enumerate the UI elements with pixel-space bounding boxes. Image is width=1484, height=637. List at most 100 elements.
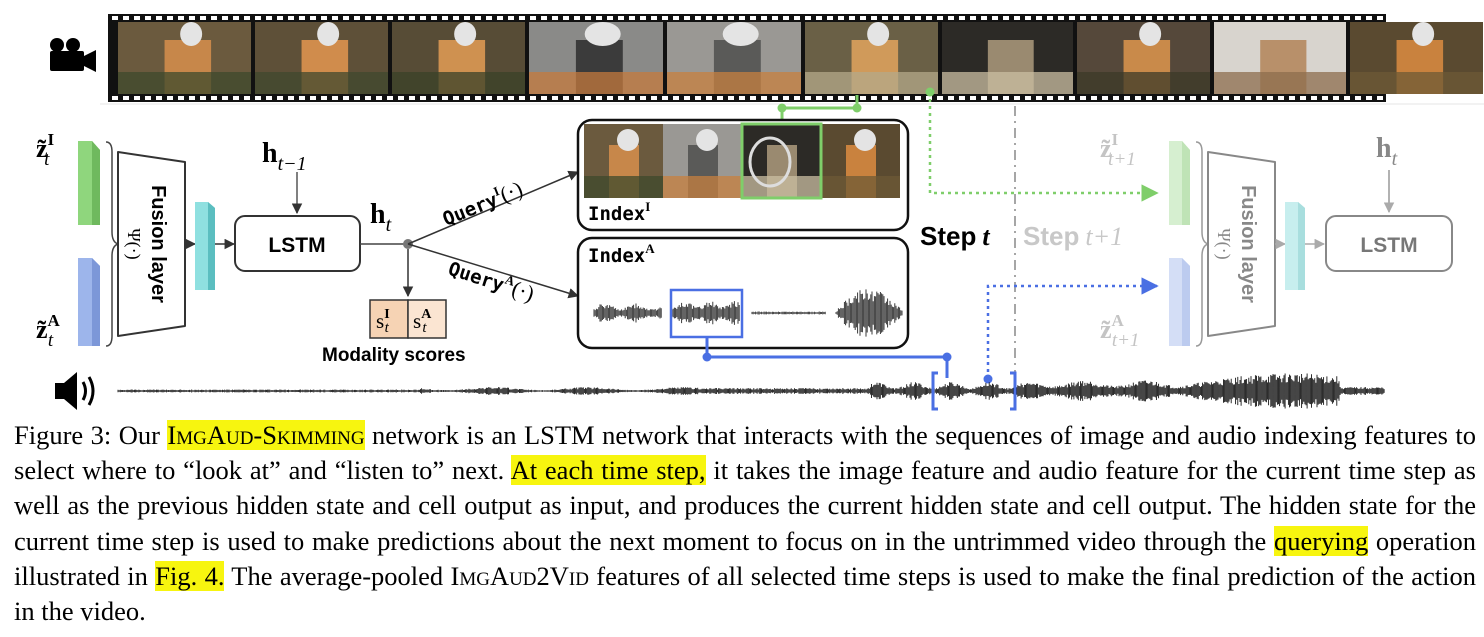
film-sprocket-hole — [563, 16, 569, 20]
film-sprocket-hole — [1135, 96, 1141, 100]
film-sprocket-hole — [288, 16, 294, 20]
film-frame — [942, 22, 1073, 94]
face-mask — [180, 22, 203, 46]
film-sprocket-hole — [332, 96, 338, 100]
waveform-bar — [117, 373, 1385, 409]
film-sprocket-hole — [1377, 96, 1383, 100]
film-sprocket-hole — [1124, 16, 1130, 20]
film-sprocket-hole — [893, 96, 899, 100]
film-sprocket-hole — [684, 16, 690, 20]
film-sprocket-hole — [805, 16, 811, 20]
face-mask — [1412, 22, 1435, 46]
film-sprocket-hole — [794, 16, 800, 20]
next-audio-feature-bar — [1169, 258, 1190, 346]
film-sprocket-hole — [1322, 16, 1328, 20]
film-sprocket-hole — [1003, 16, 1009, 20]
film-sprocket-hole — [222, 16, 228, 20]
film-sprocket-hole — [794, 96, 800, 100]
film-sprocket-hole — [1377, 16, 1383, 20]
film-frame — [1077, 22, 1210, 94]
face-mask — [617, 129, 639, 151]
film-sprocket-hole — [618, 16, 624, 20]
film-sprocket-hole — [299, 16, 305, 20]
film-sprocket-hole — [1366, 16, 1372, 20]
film-sprocket-hole — [816, 96, 822, 100]
film-sprocket-hole — [1223, 16, 1229, 20]
film-sprocket-hole — [398, 16, 404, 20]
film-sprocket-hole — [1322, 96, 1328, 100]
face-mask — [696, 129, 718, 151]
film-sprocket-hole — [310, 96, 316, 100]
film-sprocket-hole — [1256, 96, 1262, 100]
film-sprocket-hole — [112, 16, 118, 20]
audio-selection-bracket — [931, 371, 1017, 411]
film-sprocket-hole — [706, 16, 712, 20]
next-psi-label: Ψ(·) — [1213, 228, 1234, 259]
film-sprocket-hole — [948, 96, 954, 100]
film-sprocket-hole — [530, 96, 536, 100]
film-sprocket-hole — [959, 96, 965, 100]
film-sprocket-hole — [354, 16, 360, 20]
film-sprocket-hole — [321, 16, 327, 20]
face-mask — [854, 129, 876, 151]
next-image-feature-bar — [1169, 141, 1190, 225]
film-sprocket-hole — [640, 96, 646, 100]
film-sprocket-hole — [299, 96, 305, 100]
film-sprocket-hole — [1102, 16, 1108, 20]
query-audio-label: QueryA(·) — [445, 254, 537, 306]
film-sprocket-hole — [1047, 16, 1053, 20]
film-sprocket-hole — [233, 96, 239, 100]
film-frame — [805, 22, 938, 94]
film-sprocket-hole — [904, 16, 910, 20]
film-sprocket-hole — [189, 16, 195, 20]
fig-ref-highlight[interactable]: Fig. 4. — [155, 560, 225, 591]
film-sprocket-hole — [1069, 96, 1075, 100]
film-sprocket-hole — [453, 16, 459, 20]
film-sprocket-hole — [1212, 16, 1218, 20]
film-sprocket-hole — [970, 16, 976, 20]
film-sprocket-hole — [1036, 16, 1042, 20]
film-sprocket-hole — [1344, 96, 1350, 100]
film-sprocket-hole — [739, 96, 745, 100]
film-sprocket-hole — [728, 96, 734, 100]
film-sprocket-hole — [387, 16, 393, 20]
film-sprocket-hole — [1300, 96, 1306, 100]
film-sprocket-hole — [1157, 16, 1163, 20]
film-sprocket-hole — [1069, 16, 1075, 20]
film-frame — [1214, 22, 1346, 94]
film-sprocket-hole — [607, 96, 613, 100]
film-sprocket-hole — [827, 96, 833, 100]
film-sprocket-hole — [871, 16, 877, 20]
film-sprocket-hole — [145, 16, 151, 20]
film-sprocket-hole — [420, 16, 426, 20]
film-sprocket-hole — [233, 16, 239, 20]
modality-scores-label: Modality scores — [322, 345, 466, 366]
film-sprocket-hole — [112, 96, 118, 100]
film-sprocket-hole — [332, 16, 338, 20]
film-sprocket-hole — [1146, 96, 1152, 100]
film-sprocket-hole — [783, 16, 789, 20]
film-sprocket-hole — [387, 96, 393, 100]
film-sprocket-hole — [1333, 16, 1339, 20]
film-sprocket-hole — [981, 16, 987, 20]
film-sprocket-hole — [750, 16, 756, 20]
film-sprocket-hole — [409, 16, 415, 20]
video-film-strip — [108, 14, 1483, 102]
film-sprocket-hole — [695, 96, 701, 100]
film-sprocket-hole — [134, 96, 140, 100]
film-sprocket-hole — [673, 16, 679, 20]
film-frame — [255, 22, 388, 94]
film-sprocket-hole — [585, 16, 591, 20]
film-sprocket-hole — [1113, 96, 1119, 100]
film-sprocket-hole — [596, 96, 602, 100]
film-sprocket-hole — [1267, 16, 1273, 20]
figure-caption: Figure 3: Our ImgAud-Skimming network is… — [14, 420, 1476, 627]
film-sprocket-hole — [420, 96, 426, 100]
film-sprocket-hole — [1168, 96, 1174, 100]
film-sprocket-hole — [475, 96, 481, 100]
next-fusion-layer-label: Fusion layer — [1237, 185, 1259, 303]
next-audio-dotted-arrow — [983, 277, 1159, 384]
film-sprocket-hole — [772, 96, 778, 100]
